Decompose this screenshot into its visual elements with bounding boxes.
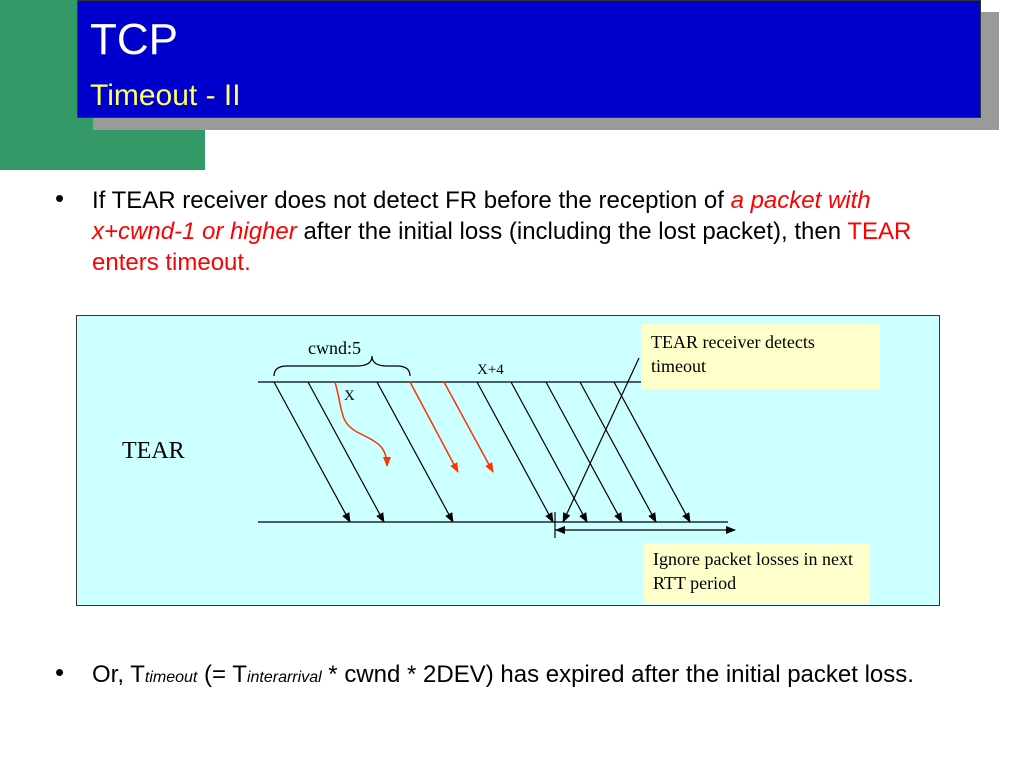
bullet1-emphasis-timeout: TEAR enters timeout. [92,218,912,276]
slide-title: TCP [90,15,178,64]
packet-arrow-8 [613,381,691,523]
packet-arrow-3 [376,381,454,523]
packet-arrow-6 [545,381,623,523]
bullet-timeout-condition: • If TEAR receiver does not detect FR be… [55,183,932,278]
slide-subtitle: Timeout - II [90,79,241,112]
bullet-dot: • [55,183,65,213]
bullet1-emphasis-packet: a packet with x+cwnd-1 or higher [92,187,871,245]
bullet2-text-a: Or, T [92,661,145,688]
cwnd-brace [273,355,411,377]
packet-x-label: X [344,388,355,404]
timeout-pointer-arrow [562,357,640,523]
bullet-timer-expired: • Or, Ttimeout (= Tinterarrival * cwnd *… [55,657,952,693]
title-box: TCP Timeout - II [77,0,981,118]
cwnd-label: cwnd:5 [308,338,361,358]
lost-packet-arrow-2 [443,381,494,473]
bullet1-text-a: If TEAR receiver does not detect FR befo… [92,187,731,214]
lost-packet-arrow-1 [409,381,459,473]
packet-arrow-7 [579,381,657,523]
sender-label: TEAR [122,438,185,464]
diagram-canvas [258,355,736,538]
packet-arrow-4 [476,381,554,523]
ignore-losses-note: Ignore packet losses in next RTT period [643,543,870,604]
bullet-dot: • [55,657,65,687]
packet-arrow-5 [510,381,588,523]
timeout-detect-note: TEAR receiver detects timeout [641,324,880,389]
lost-packet-x-arrow [334,381,391,467]
packet-arrow-1 [273,381,351,523]
bullet2-sub-interarrival: interarrival [246,669,322,686]
bullet2-text-c: * cwnd * 2DEV) has expired after the ini… [321,661,914,688]
ignore-period-arrow-back [555,526,565,534]
bullet1-text-b: after the initial loss (including the lo… [296,218,848,245]
bullet2-sub-timeout: timeout [144,669,198,686]
bullet2-text-b: (= T [197,661,247,688]
tear-timeout-diagram: TEAR cwnd:5 X X+4 TEAR receiver detects … [76,315,940,606]
packet-x4-label: X+4 [477,362,504,378]
packet-arrow-2 [307,381,385,523]
